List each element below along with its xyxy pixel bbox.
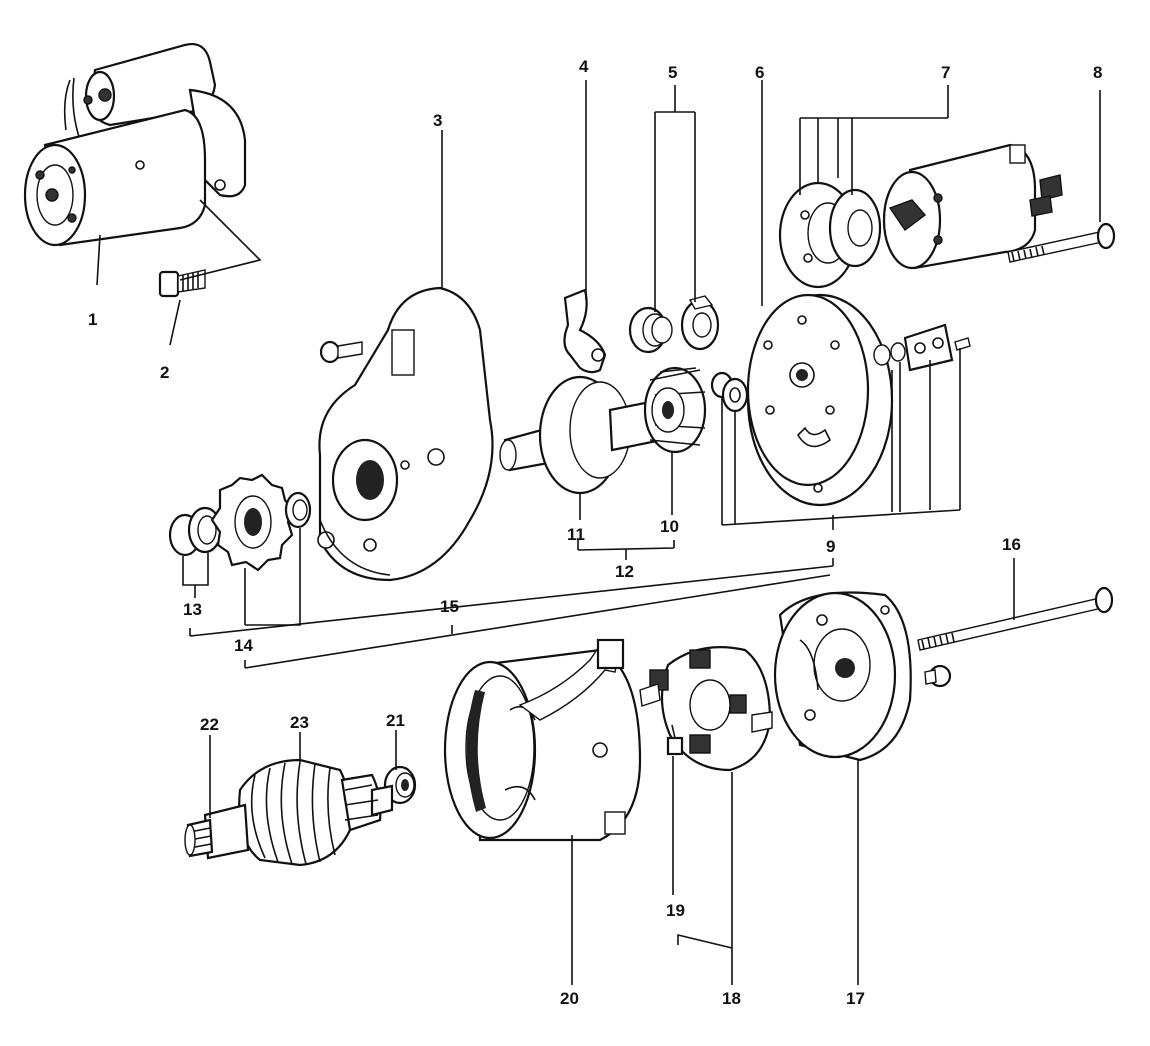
callout-2: 2 bbox=[160, 363, 169, 382]
part-4-lever bbox=[563, 288, 607, 374]
callout-19: 19 bbox=[666, 901, 685, 920]
callout-4: 4 bbox=[579, 57, 589, 76]
part-23-armature bbox=[238, 758, 394, 867]
callout-17: 17 bbox=[846, 989, 865, 1008]
callout-13: 13 bbox=[183, 600, 202, 619]
part-11-drive-shaft bbox=[499, 375, 664, 495]
callout-12: 12 bbox=[615, 562, 634, 581]
part-1-starter-assembly bbox=[23, 43, 247, 247]
leader-lines bbox=[96, 80, 1101, 985]
plate-bracket bbox=[873, 323, 971, 372]
callout-16: 16 bbox=[1002, 535, 1021, 554]
part-8-solenoid-bolt bbox=[1007, 222, 1116, 263]
callout-labels: 1 2 3 4 5 6 7 8 9 10 11 12 13 14 15 16 1… bbox=[88, 57, 1102, 1008]
callout-23: 23 bbox=[290, 713, 309, 732]
callout-14: 14 bbox=[234, 636, 253, 655]
callout-18: 18 bbox=[722, 989, 741, 1008]
part-7-solenoid bbox=[778, 143, 1063, 289]
part-2-bolt bbox=[158, 269, 206, 298]
part-9-washers bbox=[710, 371, 749, 413]
callout-11: 11 bbox=[567, 525, 585, 544]
part-14-pinion bbox=[210, 473, 312, 572]
part-10-gear bbox=[643, 366, 707, 454]
part-20-yoke bbox=[443, 638, 642, 842]
part-17-end-cover bbox=[773, 591, 912, 762]
callout-15: 15 bbox=[440, 597, 459, 616]
part-13-retaining-rings bbox=[168, 506, 223, 557]
callout-22: 22 bbox=[200, 715, 219, 734]
callout-9: 9 bbox=[826, 537, 835, 556]
callout-7: 7 bbox=[941, 63, 950, 82]
callout-21: 21 bbox=[386, 711, 405, 730]
part-22-pinion-shaft bbox=[184, 803, 250, 860]
part-19-brush bbox=[666, 724, 684, 756]
callout-5: 5 bbox=[668, 63, 677, 82]
callout-8: 8 bbox=[1093, 63, 1102, 82]
callout-10: 10 bbox=[660, 517, 679, 536]
part-3-drive-housing bbox=[317, 286, 494, 582]
callout-1: 1 bbox=[88, 310, 97, 329]
part-5-spring-collar bbox=[628, 295, 720, 354]
part-18-brush-plate bbox=[639, 646, 773, 772]
part-16-through-bolt bbox=[917, 586, 1114, 651]
callout-6: 6 bbox=[755, 63, 764, 82]
end-cap-screw bbox=[924, 664, 952, 688]
callout-3: 3 bbox=[433, 111, 442, 130]
part-6-bearing-plate bbox=[746, 293, 894, 507]
housing-screw bbox=[319, 340, 363, 364]
callout-20: 20 bbox=[560, 989, 579, 1008]
